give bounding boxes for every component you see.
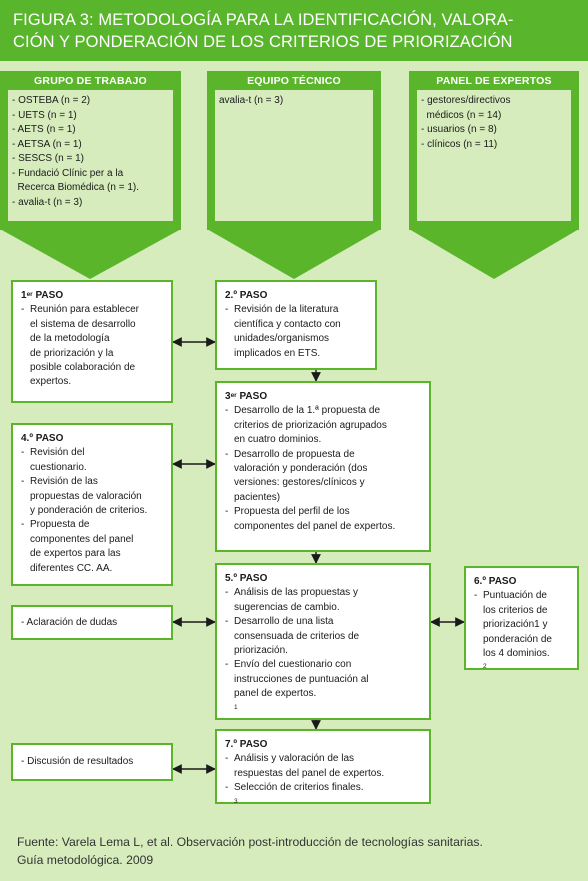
group-column-panel-expertos: PANEL DE EXPERTOS - gestores/directivos … xyxy=(409,71,579,230)
group-member: - usuarios (n = 8) xyxy=(421,124,497,135)
source-line-2: Guía metodológica. 2009 xyxy=(17,853,154,867)
figure-title-line-2: CIÓN Y PONDERACIÓN DE LOS CRITERIOS DE P… xyxy=(13,33,513,51)
figure-title-bar: FIGURA 3: METODOLOGÍA PARA LA IDENTIFICA… xyxy=(0,0,588,61)
note-aclaracion-dudas: - Aclaración de dudas xyxy=(11,605,173,640)
source-line-1: Fuente: Varela Lema L, et al. Observació… xyxy=(17,835,483,849)
group-member: médicos (n = 14) xyxy=(421,109,502,121)
group-member: Recerca Biomédica (n = 1). xyxy=(12,182,139,193)
group-members-box: - gestores/directivos médicos (n = 14) -… xyxy=(417,90,571,221)
group-header: PANEL DE EXPERTOS xyxy=(436,75,552,87)
group-member: avalia-t (n = 3) xyxy=(219,95,284,106)
group-column-equipo-tecnico: EQUIPO TÉCNICO avalia-t (n = 3) xyxy=(207,71,381,230)
group-member: - SESCS (n = 1) xyxy=(12,153,84,164)
group-member: - AETSA (n = 1) xyxy=(12,138,82,150)
group-header: EQUIPO TÉCNICO xyxy=(247,75,341,87)
step-item: - Selección de criterios finales.3 xyxy=(225,782,364,805)
figure-title-line-1: FIGURA 3: METODOLOGÍA PARA LA IDENTIFICA… xyxy=(13,11,514,29)
step-heading: 6.º PASO xyxy=(474,576,517,587)
group-member: - avalia-t (n = 3) xyxy=(12,196,83,208)
group-header: GRUPO DE TRABAJO xyxy=(34,75,147,87)
group-member: - Fundació Clínic per a la xyxy=(12,167,124,179)
step-heading: 2.º PASO xyxy=(225,290,268,301)
group-members-box: avalia-t (n = 3) xyxy=(215,90,373,221)
group-arrow-down xyxy=(207,229,381,279)
note-text: - Discusión de resultados xyxy=(21,756,134,767)
step-heading: 5.º PASO xyxy=(225,573,268,584)
note-text: - Aclaración de dudas xyxy=(21,616,118,628)
step-heading: 4.º PASO xyxy=(21,433,64,444)
group-member: - clínicos (n = 11) xyxy=(421,138,498,150)
step-heading: 7.º PASO xyxy=(225,739,268,750)
step-3-box: 3er PASO - Desarrollo de la 1.ª propuest… xyxy=(215,381,431,552)
group-member: - OSTEBA (n = 2) xyxy=(12,95,91,106)
group-member: - AETS (n = 1) xyxy=(12,124,76,135)
source-caption: Fuente: Varela Lema L, et al. Observació… xyxy=(17,833,483,869)
group-member: - gestores/directivos xyxy=(421,95,511,106)
step-heading: 3er PASO xyxy=(225,391,268,402)
group-members-box: - OSTEBA (n = 2) - UETS (n = 1) - AETS (… xyxy=(8,90,173,221)
group-arrow-down xyxy=(0,229,181,279)
group-member: - UETS (n = 1) xyxy=(12,109,77,121)
step-heading: 1er PASO xyxy=(21,290,64,301)
group-column-grupo-trabajo: GRUPO DE TRABAJO - OSTEBA (n = 2) - UETS… xyxy=(0,71,181,230)
group-arrow-down xyxy=(409,229,579,279)
note-discusion-resultados: - Discusión de resultados xyxy=(11,743,173,781)
